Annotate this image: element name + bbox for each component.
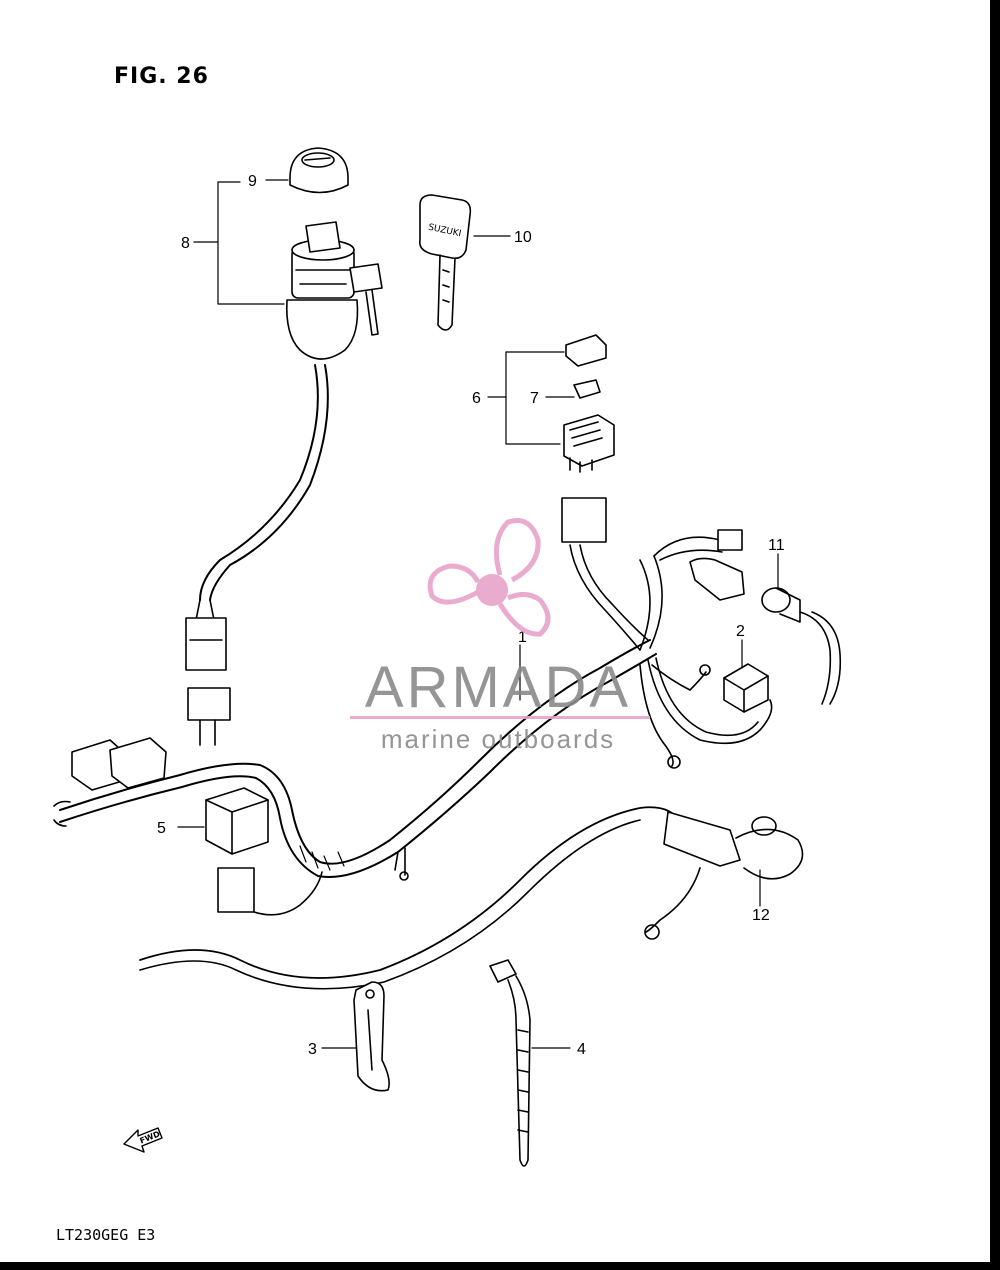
part-label-6: 6	[472, 390, 481, 407]
harness-clamp	[353, 981, 390, 1092]
connector-block	[723, 663, 769, 713]
main-wiring-harness	[59, 529, 773, 881]
propeller-icon	[427, 518, 551, 637]
part-label-8: 8	[181, 235, 190, 252]
part-label-2: 2	[736, 623, 745, 640]
part-label-5: 5	[157, 820, 166, 837]
watermark-brand: ARMADA	[365, 655, 631, 720]
part-label-9: 9	[248, 173, 257, 190]
fuse-cover	[565, 334, 607, 367]
part-label-7: 7	[530, 390, 539, 407]
model-code: LT230GEG E3	[56, 1226, 156, 1244]
relay	[205, 787, 269, 855]
ignition-cap	[289, 147, 349, 194]
part-label-4: 4	[577, 1041, 586, 1058]
part-label-1: 1	[518, 629, 527, 646]
armada-watermark: ARMADA marine outboards	[350, 518, 650, 754]
page-border-right	[990, 0, 1000, 1270]
switch-assembly	[761, 587, 842, 705]
part-label-11: 11	[768, 537, 785, 554]
forward-direction-arrow: FWD	[123, 1127, 163, 1153]
part-label-12: 12	[752, 907, 770, 924]
part-label-3: 3	[308, 1041, 317, 1058]
ignition-switch	[285, 221, 383, 360]
part-labels: 1 2 3 4 5 6 7 8 9 10 11 12	[157, 173, 785, 1058]
page-border-bottom	[0, 1262, 1000, 1270]
fuse	[573, 379, 601, 399]
part-label-10: 10	[514, 229, 532, 246]
spare-key: SUZUKI	[418, 194, 472, 331]
cable-tie	[489, 959, 531, 1167]
sensor-cable	[139, 806, 804, 990]
fuse-holder	[563, 414, 615, 473]
figure-title: FIG. 26	[114, 64, 209, 89]
watermark-tagline: marine outboards	[381, 724, 615, 754]
